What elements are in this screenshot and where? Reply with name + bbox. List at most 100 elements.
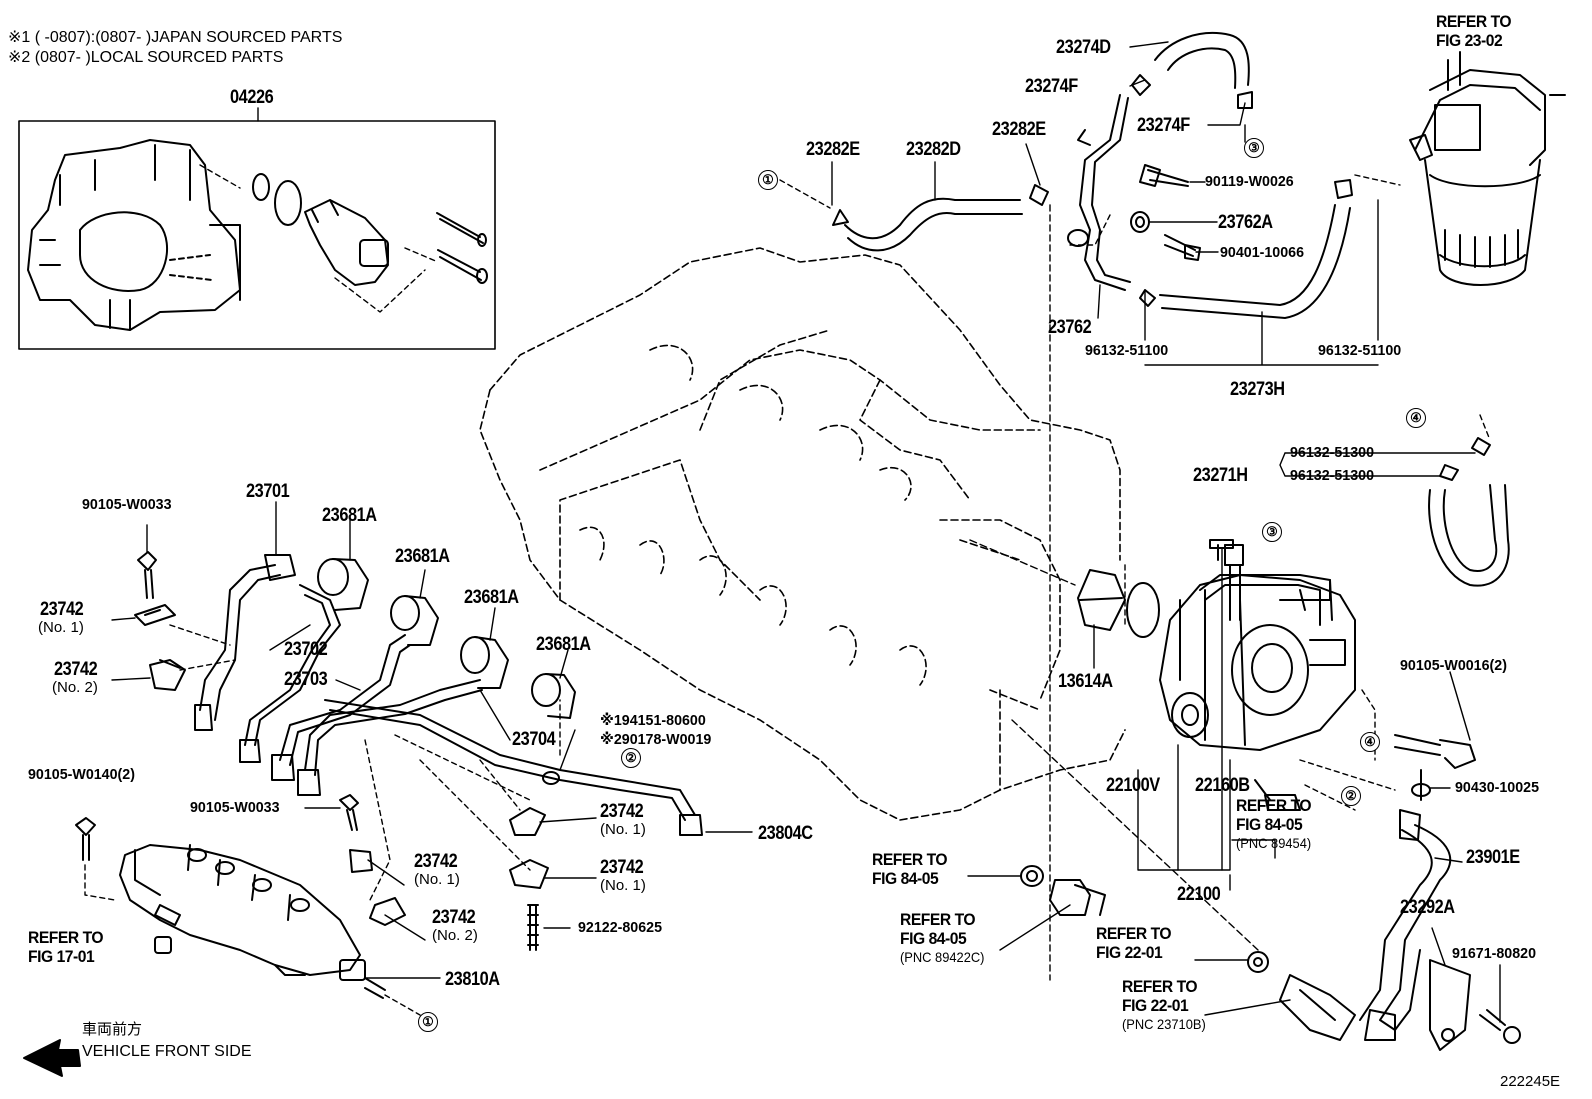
part-label-22100[interactable]: 22100 — [1177, 884, 1221, 905]
diagram-id: 222245E — [1500, 1073, 1561, 1090]
part-label-23742[interactable]: 23742 — [600, 801, 644, 822]
part-label-23274f[interactable]: 23274F — [1137, 115, 1190, 136]
part-label-23273h[interactable]: 23273H — [1230, 379, 1285, 400]
part-label-23681a[interactable]: 23681A — [464, 587, 519, 608]
part-label-23701[interactable]: 23701 — [246, 481, 290, 502]
vehicle-front-label-jp: 車両前方 — [82, 1021, 143, 1038]
callout-marker-3: ③ — [1244, 138, 1264, 158]
part-label-04226[interactable]: 04226 — [230, 87, 274, 108]
part-label-23742[interactable]: 23742 — [54, 659, 98, 680]
callout-marker-3: ③ — [1262, 522, 1282, 542]
refer-line: REFER TO — [872, 850, 948, 869]
leader-lines — [111, 41, 1501, 1023]
part-label-23762[interactable]: 23762 — [1048, 317, 1092, 338]
pump-assembly-box — [18, 107, 496, 350]
fuel-filter — [1409, 51, 1566, 286]
refer-to-fig-22-01[interactable]: REFER TO FIG 22-01 — [1096, 924, 1172, 962]
part-label-23703[interactable]: 23703 — [284, 669, 328, 690]
part-label-23274f[interactable]: 23274F — [1025, 76, 1078, 97]
supply-pump — [969, 539, 1476, 811]
refer-line: FIG 23-02 — [1436, 31, 1503, 50]
part-label-96132-51300[interactable]: 96132-51300 — [1290, 467, 1375, 484]
part-label-90119-w0026[interactable]: 90119-W0026 — [1205, 173, 1294, 190]
part-label-23702[interactable]: 23702 — [284, 639, 328, 660]
part-label-23901e[interactable]: 23901E — [1466, 847, 1520, 868]
callout-marker-4: ④ — [1406, 408, 1426, 428]
hose-23271h — [1428, 414, 1510, 587]
clamps-bolts — [75, 551, 561, 1016]
refer-to-fig-84-05[interactable]: REFER TO FIG 84-05 — [872, 850, 948, 888]
part-label-23762a[interactable]: 23762A — [1218, 212, 1273, 233]
part-label-13614a[interactable]: 13614A — [1058, 671, 1113, 692]
part-label-92122-80625[interactable]: 92122-80625 — [578, 919, 663, 936]
callout-marker-2: ② — [1341, 786, 1361, 806]
part-label-194151-80600[interactable]: ※194151-80600 — [600, 712, 706, 729]
part-label-23681a[interactable]: 23681A — [536, 634, 591, 655]
refer-to-fig-84-05-pnc-89422c[interactable]: REFER TO FIG 84-05 (PNC 89422C) — [900, 910, 984, 967]
refer-line: FIG 84-05 — [872, 869, 939, 888]
part-label-90105-w0033[interactable]: 90105-W0033 — [190, 799, 280, 816]
part-sublabel-no1: (No. 1) — [600, 877, 646, 894]
part-sublabel-no2: (No. 2) — [432, 927, 478, 944]
sensors-bottom — [1011, 719, 1356, 1041]
part-sublabel-no1: (No. 1) — [600, 821, 646, 838]
part-label-90430-10025[interactable]: 90430-10025 — [1455, 779, 1540, 796]
part-sublabel-no1: (No. 1) — [414, 871, 460, 888]
engine-block — [479, 247, 1126, 821]
part-label-23742[interactable]: 23742 — [600, 857, 644, 878]
callout-marker-4: ④ — [1360, 732, 1380, 752]
part-label-22160b[interactable]: 22160B — [1195, 775, 1250, 796]
part-label-23681a[interactable]: 23681A — [322, 505, 377, 526]
part-label-290178-w0019[interactable]: ※290178-W0019 — [600, 731, 712, 748]
refer-line: REFER TO — [1096, 924, 1172, 943]
refer-line: REFER TO — [900, 910, 976, 929]
refer-line: REFER TO — [1122, 977, 1198, 996]
part-label-96132-51100[interactable]: 96132-51100 — [1085, 342, 1169, 359]
refer-to-fig-23-02[interactable]: REFER TO FIG 23-02 — [1436, 12, 1512, 50]
refer-line: REFER TO — [1236, 796, 1312, 815]
part-label-23681a[interactable]: 23681A — [395, 546, 450, 567]
part-label-90105-w0016[interactable]: 90105-W0016(2) — [1400, 657, 1507, 674]
refer-to-fig-17-01[interactable]: REFER TO FIG 17-01 — [28, 928, 104, 966]
fuel-hoses-top — [779, 31, 1401, 981]
refer-to-fig-22-01-pnc-23710b[interactable]: REFER TO FIG 22-01 (PNC 23710B) — [1122, 977, 1206, 1034]
part-label-23742[interactable]: 23742 — [432, 907, 476, 928]
refer-pnc: (PNC 89454) — [1236, 835, 1312, 851]
part-label-23804c[interactable]: 23804C — [758, 823, 813, 844]
part-label-23271h[interactable]: 23271H — [1193, 465, 1248, 486]
refer-line: FIG 17-01 — [28, 947, 95, 966]
part-label-90105-w0140[interactable]: 90105-W0140(2) — [28, 766, 135, 783]
callout-marker-1: ① — [758, 170, 778, 190]
note-local-sourced: ※2 (0807- )LOCAL SOURCED PARTS — [8, 49, 284, 66]
injection-pipes — [194, 554, 703, 836]
part-label-90105-w0033[interactable]: 90105-W0033 — [82, 496, 172, 513]
part-label-23742[interactable]: 23742 — [40, 599, 84, 620]
part-label-23282e[interactable]: 23282E — [992, 119, 1046, 140]
return-hose-23901e — [1359, 809, 1521, 1051]
refer-to-fig-84-05-pnc-89454[interactable]: REFER TO FIG 84-05 (PNC 89454) — [1236, 796, 1312, 853]
part-label-96132-51100[interactable]: 96132-51100 — [1318, 342, 1402, 359]
part-label-23282d[interactable]: 23282D — [906, 139, 961, 160]
part-label-91671-80820[interactable]: 91671-80820 — [1452, 945, 1537, 962]
part-label-96132-51300[interactable]: 96132-51300 — [1290, 444, 1375, 461]
refer-pnc: (PNC 89422C) — [900, 949, 985, 965]
part-label-23292a[interactable]: 23292A — [1400, 897, 1455, 918]
part-sublabel-no1: (No. 1) — [38, 619, 84, 636]
refer-line: FIG 84-05 — [900, 929, 967, 948]
refer-line: FIG 84-05 — [1236, 815, 1303, 834]
part-label-23282e[interactable]: 23282E — [806, 139, 860, 160]
part-label-23742[interactable]: 23742 — [414, 851, 458, 872]
part-label-23274d[interactable]: 23274D — [1056, 37, 1111, 58]
refer-line: REFER TO — [28, 928, 104, 947]
refer-line: REFER TO — [1436, 12, 1512, 31]
vehicle-front-label: VEHICLE FRONT SIDE — [82, 1043, 252, 1060]
part-sublabel-no2: (No. 2) — [52, 679, 98, 696]
part-label-90401-10066[interactable]: 90401-10066 — [1220, 244, 1305, 261]
part-label-23810a[interactable]: 23810A — [445, 969, 500, 990]
part-label-23704[interactable]: 23704 — [512, 729, 556, 750]
callout-marker-2: ② — [621, 748, 641, 768]
part-label-22100v[interactable]: 22100V — [1106, 775, 1160, 796]
note-japan-sourced: ※1 ( -0807):(0807- )JAPAN SOURCED PARTS — [8, 29, 343, 46]
refer-pnc: (PNC 23710B) — [1122, 1016, 1206, 1032]
